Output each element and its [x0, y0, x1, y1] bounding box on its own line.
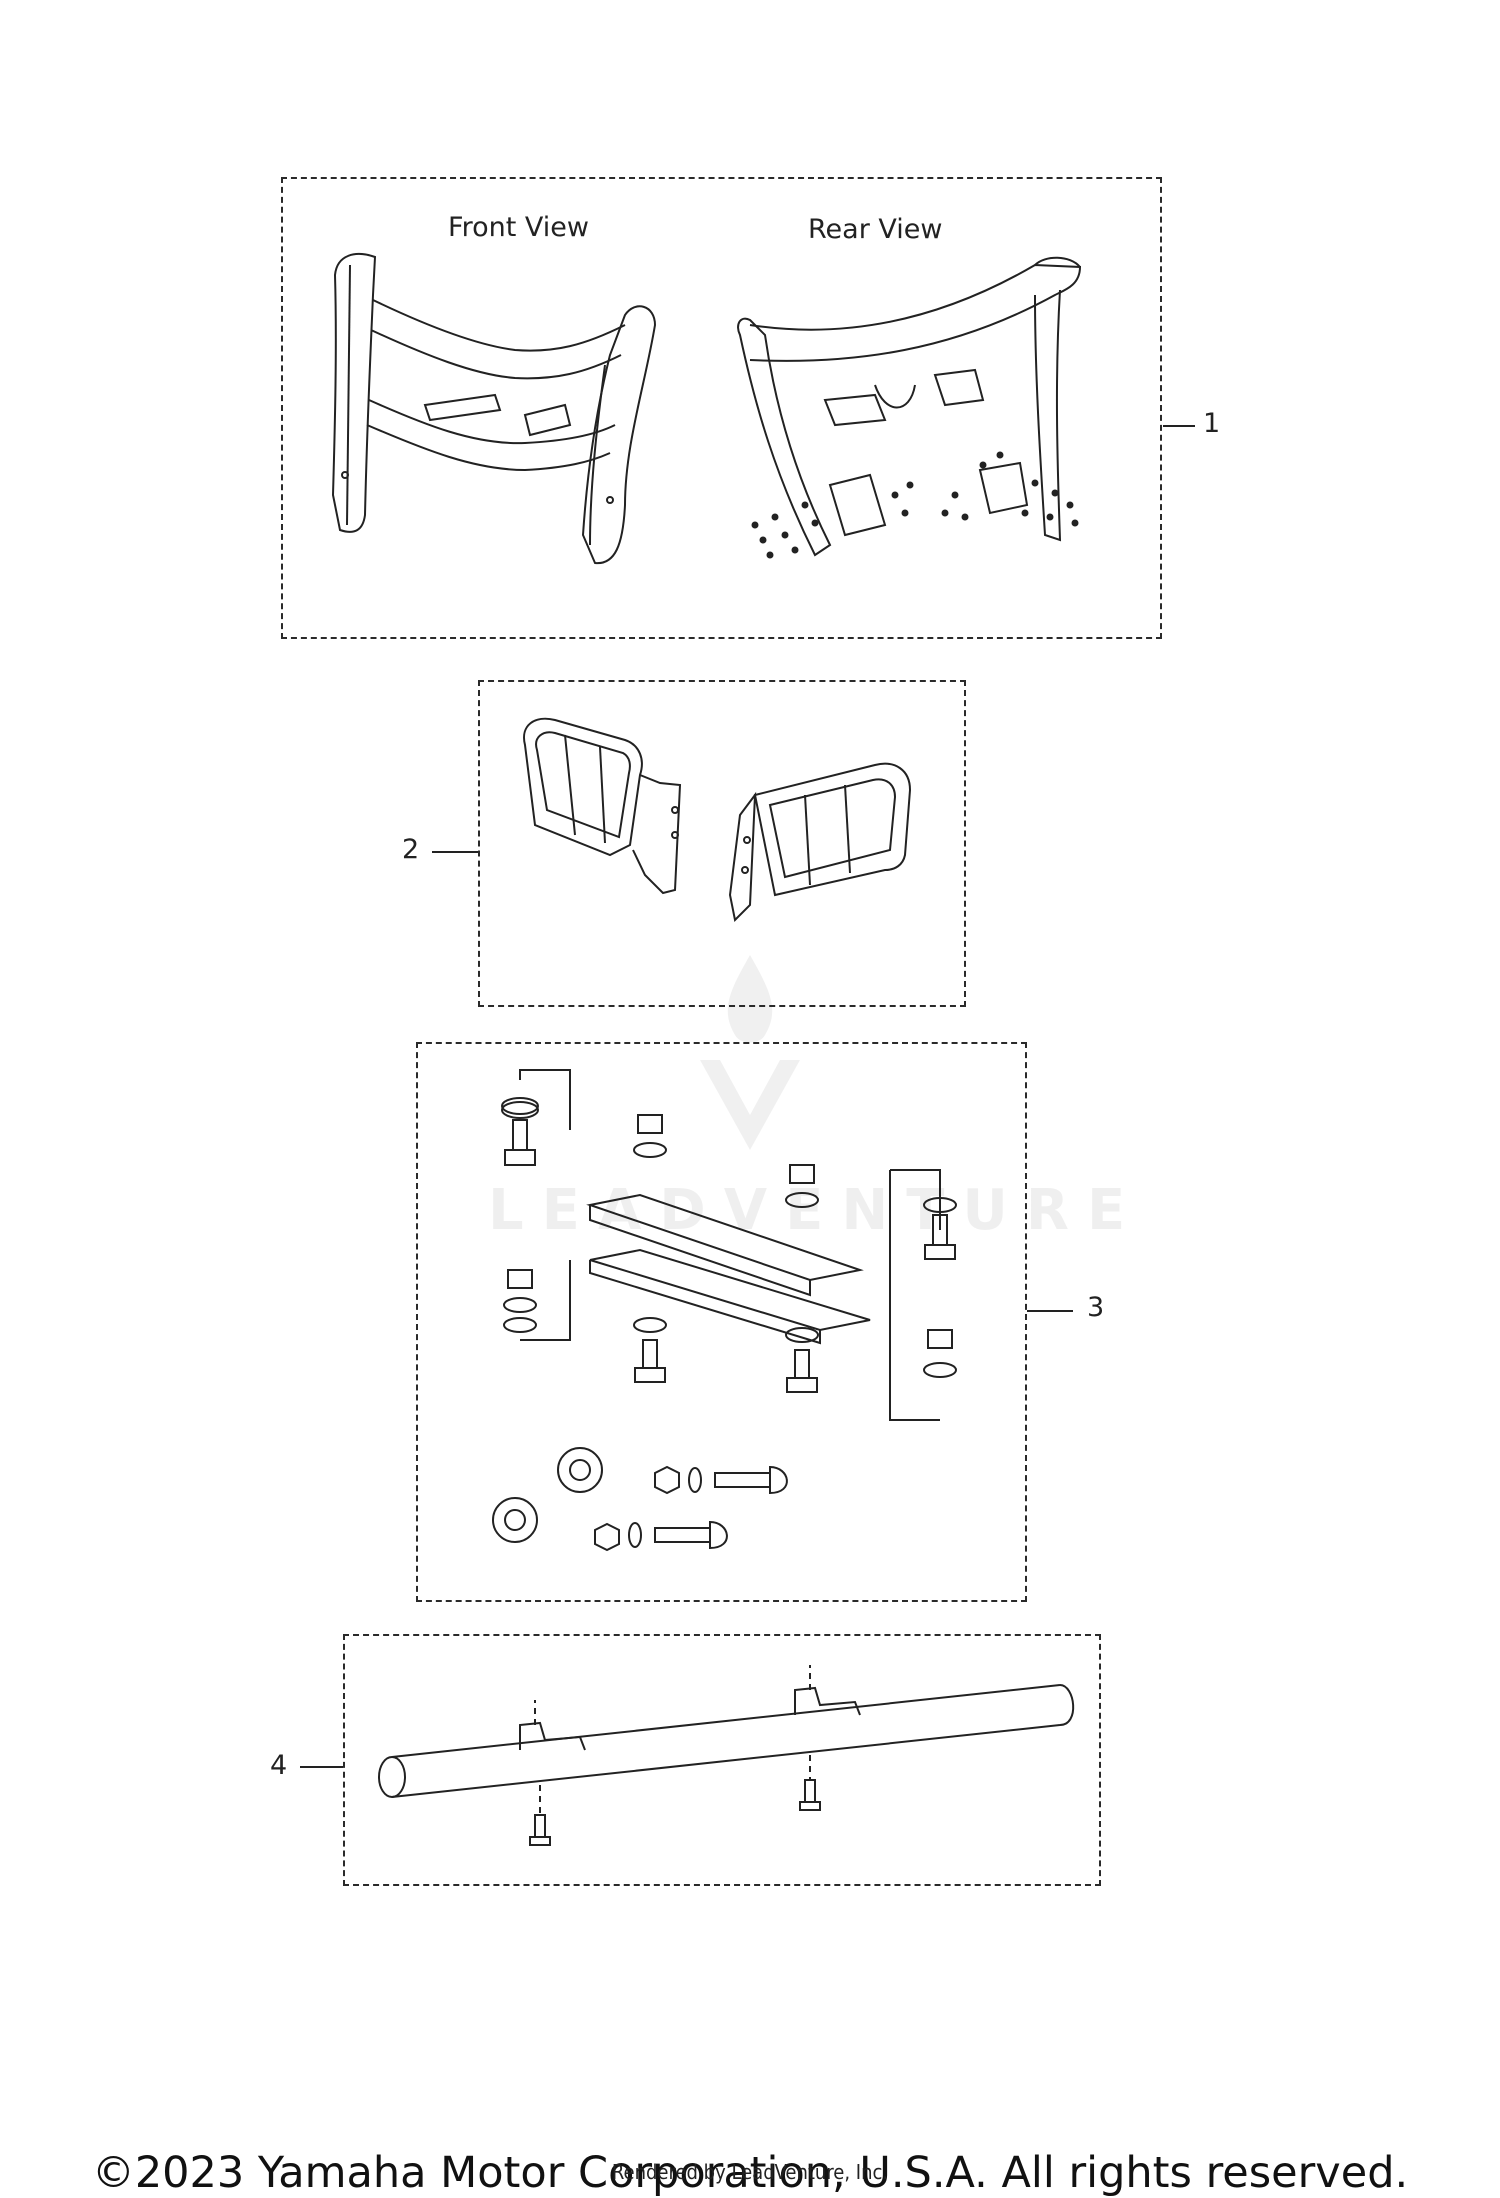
- front-bumper-front-view: [325, 245, 655, 575]
- callout-2: 2: [402, 834, 420, 865]
- callout-4: 4: [270, 1750, 288, 1781]
- callout-1-leader: [1163, 425, 1195, 427]
- callout-1: 1: [1203, 408, 1221, 439]
- callout-2-leader: [432, 851, 478, 853]
- group-4-box: [343, 1634, 1101, 1886]
- group-3-box: [416, 1042, 1027, 1602]
- front-bar-tube: [370, 1655, 1080, 1855]
- watermark-text: LEADVENTURE: [488, 1178, 1144, 1243]
- group-1-box: [281, 177, 1162, 639]
- front-bumper-rear-view: [735, 255, 1100, 585]
- side-guard-left: [515, 715, 685, 905]
- watermark-logo-icon: [700, 955, 800, 1150]
- callout-3-leader: [1027, 1310, 1073, 1312]
- callout-3: 3: [1087, 1292, 1105, 1323]
- group-2-box: [478, 680, 966, 1007]
- side-guard-right: [725, 755, 925, 925]
- mounting-hardware-kit: [470, 1075, 990, 1555]
- front-view-label: Front View: [448, 212, 589, 243]
- callout-4-leader: [300, 1766, 343, 1768]
- rear-view-label: Rear View: [808, 214, 943, 245]
- rendered-by-text: Rendered by LeadVenture, Inc.: [611, 2160, 889, 2184]
